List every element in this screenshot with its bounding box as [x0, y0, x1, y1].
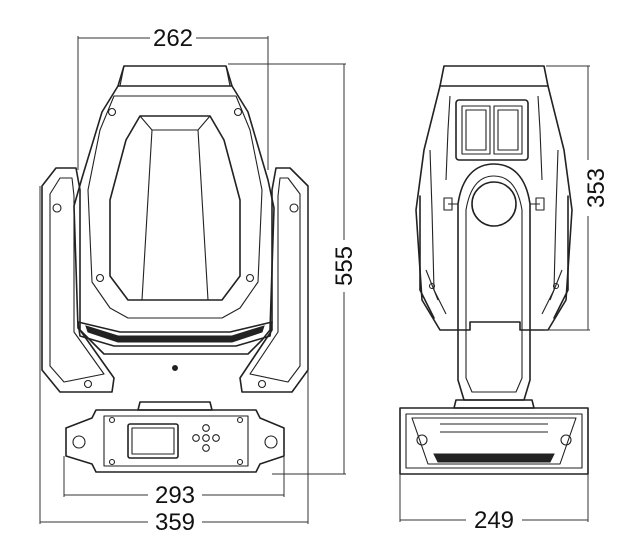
dimension-262: 262: [77, 25, 269, 170]
side-base: [399, 399, 589, 475]
control-buttons: [192, 424, 220, 452]
front-head: [73, 65, 275, 371]
dimension-label-353: 353: [583, 168, 610, 208]
front-base: [65, 401, 285, 473]
dimension-353: 353: [544, 65, 610, 331]
dimension-label-262: 262: [153, 25, 193, 52]
side-window: [455, 99, 529, 161]
side-yoke: [443, 163, 545, 401]
dimension-293: 293: [63, 456, 285, 509]
front-right-arm: [239, 167, 309, 393]
dimension-249: 249: [399, 474, 589, 534]
display-screen: [127, 423, 179, 459]
front-left-arm: [41, 167, 115, 393]
dimension-label-249: 249: [474, 507, 514, 534]
side-head: [415, 65, 573, 331]
dimension-label-359: 359: [155, 509, 195, 536]
dimension-555: 555: [228, 63, 358, 475]
dimension-label-555: 555: [331, 246, 358, 286]
front-view: 262 555 293 359: [39, 25, 358, 536]
dimension-label-293: 293: [155, 482, 195, 509]
dimension-359: 359: [39, 186, 309, 536]
side-view: 353 249: [399, 65, 610, 534]
